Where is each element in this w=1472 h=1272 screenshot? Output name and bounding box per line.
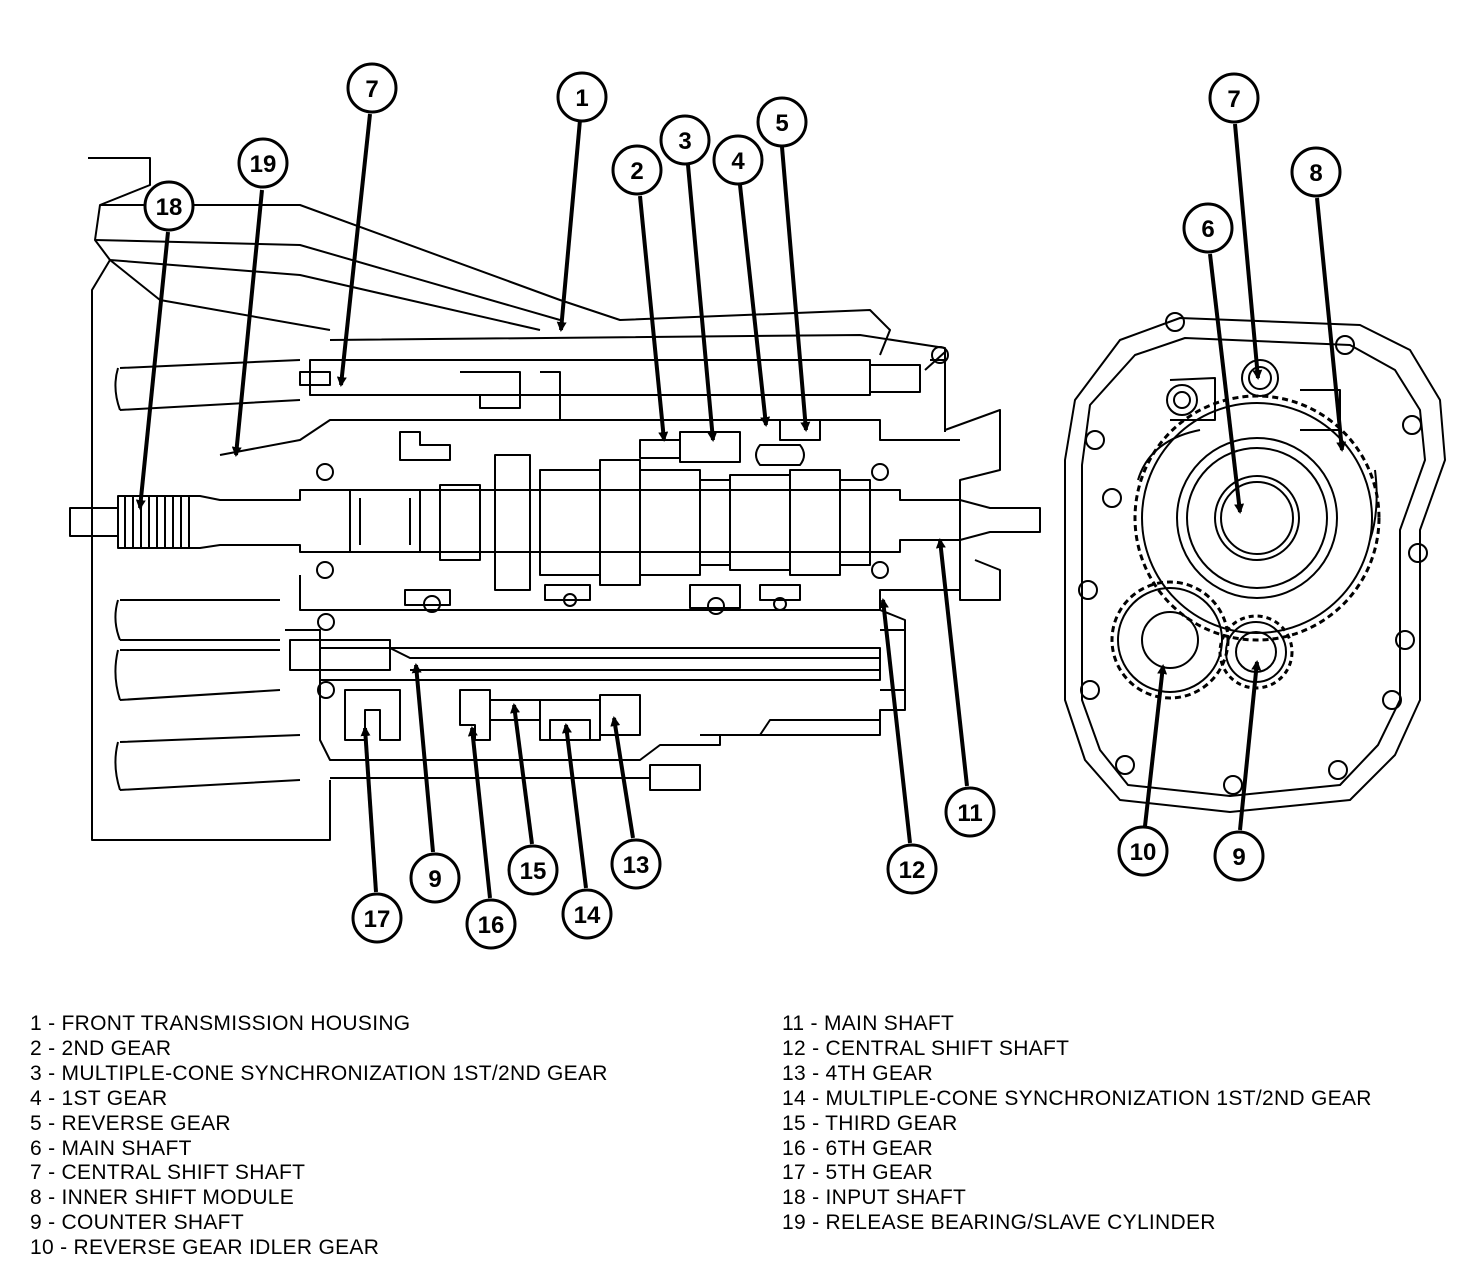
svg-text:14: 14: [574, 902, 601, 929]
leader-line-4: [738, 184, 771, 427]
leader-line-18: [135, 231, 170, 510]
legend-item: 19 - RELEASE BEARING/SLAVE CYLINDER: [782, 1211, 1216, 1235]
callout-16: 16: [465, 898, 517, 950]
leader-line-12: [878, 598, 912, 844]
leader-line-3: [686, 164, 718, 442]
svg-text:15: 15: [520, 858, 547, 885]
callout-17: 17: [351, 892, 403, 944]
callout-12: 12: [886, 843, 938, 895]
leader-line-5: [780, 146, 811, 432]
legend-item: 15 - THIRD GEAR: [782, 1111, 958, 1135]
callout-14: 14: [561, 888, 613, 940]
callout-11: 11: [944, 786, 996, 838]
svg-text:11: 11: [957, 800, 982, 827]
leader-lines: [135, 113, 1347, 899]
leader-line-7b: [1233, 123, 1263, 380]
svg-text:12: 12: [899, 857, 926, 884]
callout-18: 18: [143, 180, 195, 232]
leader-line-17: [360, 726, 378, 893]
leader-line-2: [638, 195, 669, 442]
legend-item: 17 - 5TH GEAR: [782, 1161, 933, 1185]
svg-text:16: 16: [478, 912, 505, 939]
legend-item: 13 - 4TH GEAR: [782, 1061, 933, 1085]
legend-right-column: 11 - MAIN SHAFT 12 - CENTRAL SHIFT SHAFT…: [782, 1012, 1372, 1236]
legend-item: 2 - 2ND GEAR: [30, 1036, 172, 1060]
svg-text:4: 4: [731, 148, 745, 175]
leader-line-10: [1143, 664, 1168, 827]
svg-text:7: 7: [365, 76, 378, 103]
svg-text:8: 8: [1309, 160, 1322, 187]
legend-item: 11 - MAIN SHAFT: [782, 1012, 955, 1035]
svg-text:3: 3: [678, 128, 691, 155]
legend-left-column: 1 - FRONT TRANSMISSION HOUSING 2 - 2ND G…: [30, 1012, 608, 1261]
leader-line-6: [1208, 253, 1245, 514]
callout-6: 6: [1182, 202, 1234, 254]
svg-text:19: 19: [250, 151, 277, 178]
callout-2: 2: [611, 144, 663, 196]
callout-7-right: 7: [1208, 72, 1260, 124]
transmission-end-view: [1064, 312, 1446, 813]
leader-line-9a: [411, 663, 435, 853]
callout-3: 3: [659, 114, 711, 166]
callouts: 1 2 3 4 5 6 7 7 8 9 9 10 11 12 13 14 15 …: [143, 62, 1342, 950]
callout-9-right: 9: [1213, 830, 1265, 882]
svg-text:7: 7: [1227, 86, 1240, 113]
callout-4: 4: [712, 134, 764, 186]
svg-text:10: 10: [1130, 839, 1157, 866]
svg-text:17: 17: [364, 906, 391, 933]
legend-item: 16 - 6TH GEAR: [782, 1136, 933, 1160]
callout-13: 13: [610, 838, 662, 890]
svg-text:1: 1: [575, 85, 588, 112]
callout-8: 8: [1290, 146, 1342, 198]
legend-item: 6 - MAIN SHAFT: [30, 1136, 192, 1160]
legend-item: 14 - MULTIPLE-CONE SYNCHRONIZATION 1ST/2…: [782, 1086, 1372, 1110]
leader-line-11: [935, 538, 969, 787]
legend-item: 9 - COUNTER SHAFT: [30, 1211, 244, 1235]
legend-item: 1 - FRONT TRANSMISSION HOUSING: [30, 1012, 411, 1035]
leader-line-19: [231, 189, 264, 457]
svg-text:9: 9: [428, 866, 441, 893]
callout-19: 19: [237, 137, 289, 189]
transmission-cutaway-diagram: 1 2 3 4 5 6 7 7 8 9 9 10 11 12 13 14 15 …: [69, 62, 1446, 950]
legend-item: 8 - INNER SHIFT MODULE: [30, 1186, 295, 1210]
svg-text:2: 2: [630, 158, 643, 185]
legend-item: 4 - 1ST GEAR: [30, 1086, 168, 1110]
svg-text:13: 13: [623, 852, 650, 879]
callout-7-left: 7: [346, 62, 398, 114]
svg-text:18: 18: [156, 194, 183, 221]
callout-15: 15: [507, 844, 559, 896]
svg-text:9: 9: [1232, 844, 1245, 871]
leader-line-7a: [336, 113, 372, 387]
legend-item: 3 - MULTIPLE-CONE SYNCHRONIZATION 1ST/2N…: [30, 1061, 608, 1085]
callout-1: 1: [556, 71, 608, 123]
leader-line-9b: [1238, 660, 1262, 831]
legend-item: 5 - REVERSE GEAR: [30, 1111, 231, 1135]
leader-line-1: [556, 119, 582, 332]
legend-item: 7 - CENTRAL SHIFT SHAFT: [30, 1161, 306, 1185]
leader-line-8: [1315, 197, 1347, 452]
callout-5: 5: [756, 96, 808, 148]
legend-item: 12 - CENTRAL SHIFT SHAFT: [782, 1036, 1070, 1060]
transmission-cross-section: [69, 157, 1041, 841]
svg-text:6: 6: [1201, 216, 1214, 243]
svg-text:5: 5: [775, 110, 788, 137]
callout-10: 10: [1117, 825, 1169, 877]
leader-line-14: [562, 723, 588, 889]
leader-line-13: [610, 716, 635, 839]
legend-item: 10 - REVERSE GEAR IDLER GEAR: [30, 1236, 380, 1260]
leader-line-15: [510, 703, 534, 845]
legend-item: 18 - INPUT SHAFT: [782, 1186, 967, 1210]
callout-9-left: 9: [409, 852, 461, 904]
leader-line-16: [467, 726, 492, 899]
